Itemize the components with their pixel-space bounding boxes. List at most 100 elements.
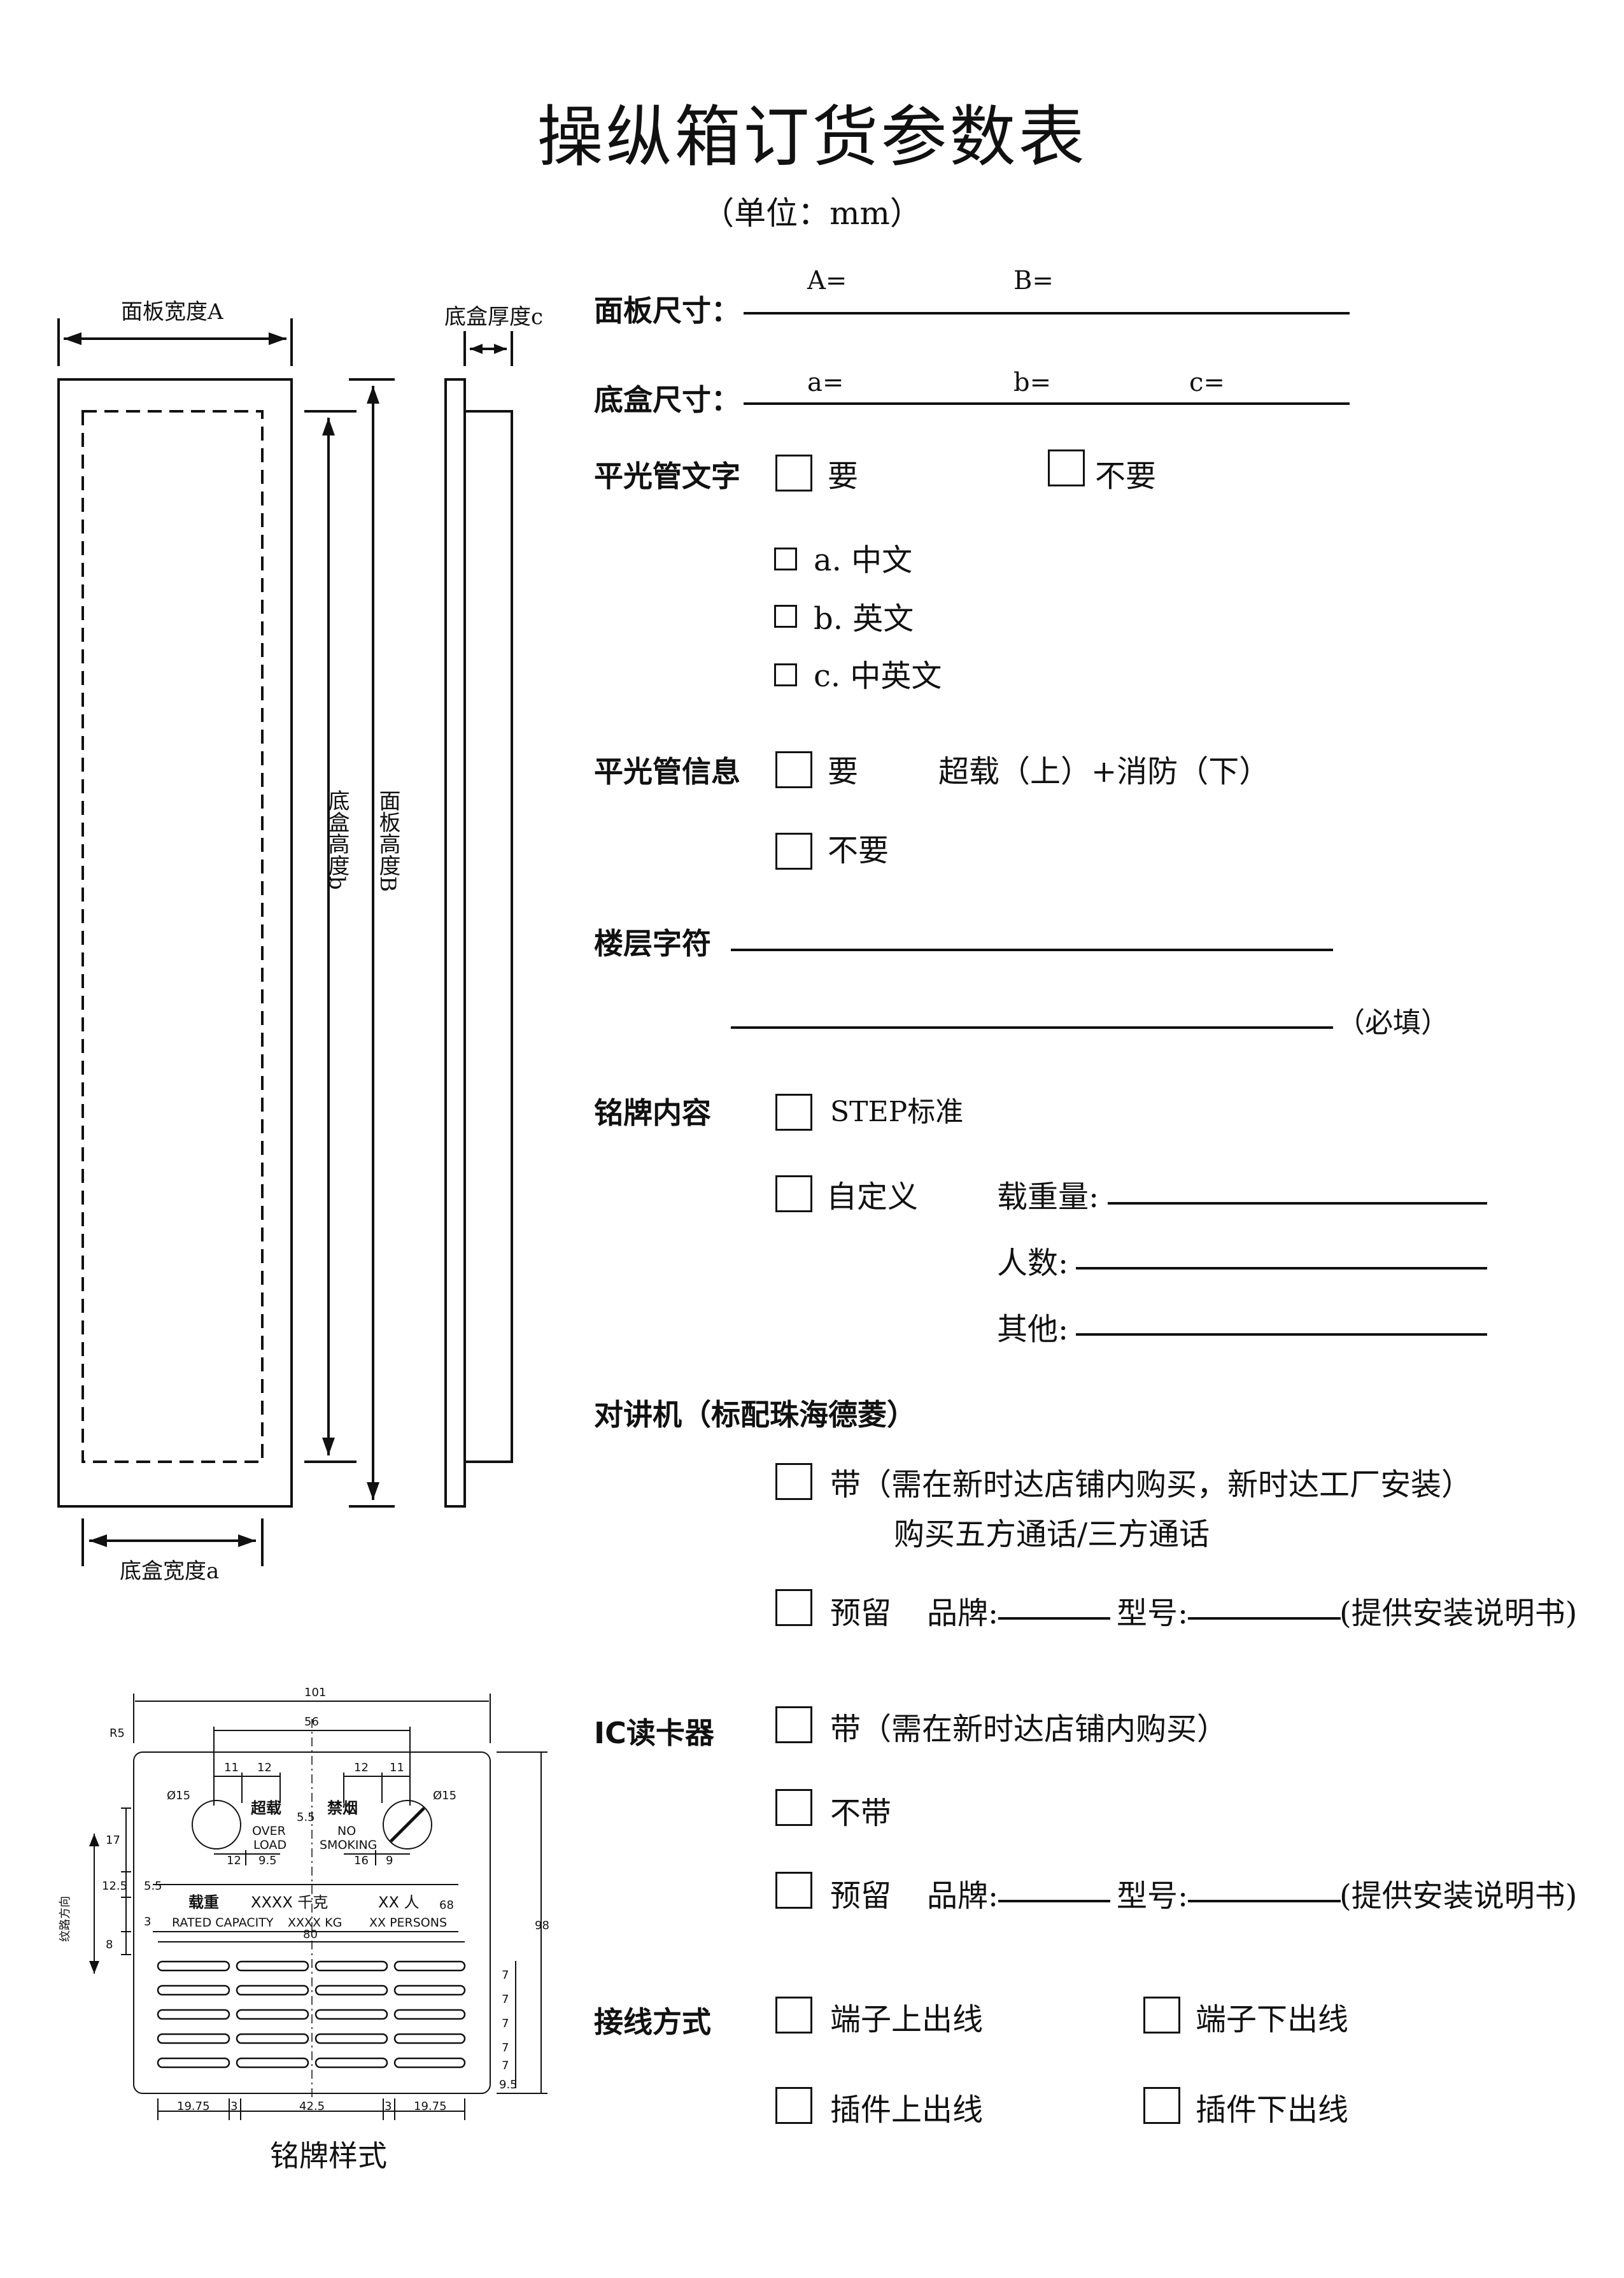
lamp-text-yes-checkbox[interactable]	[775, 455, 812, 492]
lamp-text-a-checkbox[interactable]	[774, 548, 797, 570]
lamp-info-note: 超载（上）+消防（下）	[938, 754, 1270, 789]
lamp-text-b-checkbox[interactable]	[774, 605, 797, 628]
dim-9-5: 9.5	[258, 1854, 277, 1867]
dim-17: 17	[106, 1834, 120, 1847]
nameplate-persons-input[interactable]	[1076, 1267, 1487, 1270]
panel-width-label: 面板宽度A	[121, 299, 223, 325]
overload-en1: OVER	[252, 1824, 286, 1838]
dim-56: 56	[304, 1715, 319, 1729]
braille-slot	[393, 2033, 466, 2044]
nameplate-load-input[interactable]	[1108, 1202, 1487, 1205]
intercom-model-input[interactable]	[1188, 1617, 1341, 1620]
braille-slot	[157, 1960, 230, 1972]
nameplate-persons-label: 人数:	[997, 1245, 1069, 1281]
intercom-with-checkbox[interactable]	[775, 1463, 812, 1500]
lamp-text-no-checkbox[interactable]	[1048, 449, 1085, 486]
nameplate-standard-checkbox[interactable]	[775, 1094, 812, 1131]
braille-slot	[236, 2009, 309, 2020]
braille-slot	[236, 2057, 309, 2069]
intercom-brand-input[interactable]	[998, 1617, 1110, 1620]
lamp-text-c-checkbox[interactable]	[774, 663, 797, 686]
panel-drawing	[57, 318, 513, 1566]
panel-size-b: B=	[1013, 266, 1054, 295]
dim-7c: 7	[502, 2017, 509, 2030]
wiring-plug-top-label: 插件上出线	[830, 2092, 984, 2128]
nameplate-load-label: 载重量:	[997, 1179, 1099, 1215]
overload-cn: 超载	[251, 1799, 281, 1817]
nameplate-standard-label: STEP标准	[830, 1096, 964, 1128]
braille-slot	[236, 1984, 309, 1996]
ic-reader-brand-input[interactable]	[998, 1900, 1110, 1902]
braille-slot	[157, 2033, 230, 2044]
braille-slot	[314, 2033, 388, 2044]
wiring-plug-bottom-checkbox[interactable]	[1143, 2087, 1180, 2124]
wiring-term-bottom-checkbox[interactable]	[1143, 1997, 1180, 2034]
dim-7a: 7	[502, 1969, 509, 1982]
floor-input-2[interactable]	[731, 1026, 1333, 1029]
lamp-info-no-checkbox[interactable]	[775, 833, 812, 870]
dim-r5: R5	[109, 1727, 125, 1740]
floor-input-1[interactable]	[731, 949, 1333, 951]
dim-98: 98	[535, 1919, 549, 1932]
braille-slot	[236, 1960, 309, 1972]
braille-slot	[157, 1984, 230, 1996]
braille-slot	[157, 2009, 230, 2020]
ic-reader-model-input[interactable]	[1188, 1900, 1341, 1902]
rated-kg: XXXX KG	[288, 1916, 342, 1930]
ic-reader-with-label: 带（需在新时达店铺内购买）	[830, 1711, 1228, 1747]
dim-11a: 11	[224, 1761, 239, 1774]
wiring-plug-bottom-label: 插件下出线	[1196, 2092, 1349, 2128]
box-size-label: 底盒尺寸：	[594, 383, 740, 417]
intercom-with-label: 带（需在新时达店铺内购买，新时达工厂安装）	[830, 1467, 1472, 1503]
nameplate-custom-checkbox[interactable]	[775, 1175, 812, 1212]
box-size-c: c=	[1189, 368, 1225, 397]
nameplate-style-drawing: 101 56 11 12 12 11 Ø15 Ø15 5.5 12 9.5 16…	[59, 1686, 549, 2120]
ic-reader-brand-label: 品牌:	[927, 1878, 999, 1914]
lamp-info-label: 平光管信息	[594, 754, 740, 789]
nosmoke-en2: SMOKING	[320, 1838, 377, 1852]
intercom-reserve-checkbox[interactable]	[775, 1589, 812, 1626]
box-height-label: 底盒高度b	[324, 789, 350, 890]
rated-persons: XX PERSONS	[369, 1916, 447, 1930]
braille-slot	[157, 2057, 230, 2069]
floor-required: （必填）	[1337, 1007, 1449, 1039]
braille-slot	[314, 2009, 388, 2020]
rated-label: RATED CAPACITY	[172, 1916, 274, 1930]
intercom-brand-label: 品牌:	[927, 1595, 999, 1631]
wiring-term-top-checkbox[interactable]	[775, 1997, 812, 2034]
dim-7e: 7	[502, 2059, 509, 2072]
dim-3b: 3	[385, 2100, 392, 2113]
ic-reader-manual-note: (提供安装说明书)	[1339, 1878, 1578, 1914]
ic-reader-without-label: 不带	[830, 1795, 892, 1831]
ic-reader-without-checkbox[interactable]	[775, 1789, 812, 1826]
dim-3: 3	[144, 1915, 151, 1928]
dim-12a: 12	[257, 1761, 272, 1774]
dim-19-75a: 19.75	[177, 2100, 210, 2113]
lamp-info-yes-label: 要	[828, 754, 859, 789]
braille-slot	[393, 1984, 466, 1996]
lamp-text-yes-label: 要	[828, 458, 859, 494]
lamp-text-b-label: b. 英文	[814, 601, 914, 637]
nameplate-style-caption: 铭牌样式	[270, 2139, 387, 2173]
lamp-text-c-label: c. 中英文	[814, 658, 942, 694]
lamp-info-no-label: 不要	[828, 833, 889, 868]
grain-direction: 纹路方向	[59, 1896, 72, 1942]
panel-size-input[interactable]	[744, 312, 1350, 315]
wiring-term-bottom-label: 端子下出线	[1196, 2002, 1349, 2037]
nameplate-other-input[interactable]	[1076, 1333, 1487, 1336]
braille-slot	[314, 2057, 388, 2069]
ic-reader-reserve-checkbox[interactable]	[775, 1872, 812, 1909]
box-size-input[interactable]	[744, 402, 1350, 405]
dim-9-5b: 9.5	[499, 2078, 518, 2091]
ic-reader-with-checkbox[interactable]	[775, 1706, 812, 1743]
panel-size-label: 面板尺寸：	[594, 294, 740, 328]
overload-en2: LOAD	[253, 1838, 286, 1852]
intercom-with-sub: 购买五方通话/三方通话	[894, 1517, 1210, 1552]
load-value: XXXX 千克	[251, 1893, 328, 1911]
lamp-info-yes-checkbox[interactable]	[775, 751, 812, 788]
dim-7b: 7	[502, 1993, 509, 2006]
nameplate-label: 铭牌内容	[594, 1096, 711, 1130]
ic-reader-model-label: 型号:	[1117, 1878, 1189, 1914]
dim-7d: 7	[502, 2041, 509, 2055]
wiring-plug-top-checkbox[interactable]	[775, 2087, 812, 2124]
